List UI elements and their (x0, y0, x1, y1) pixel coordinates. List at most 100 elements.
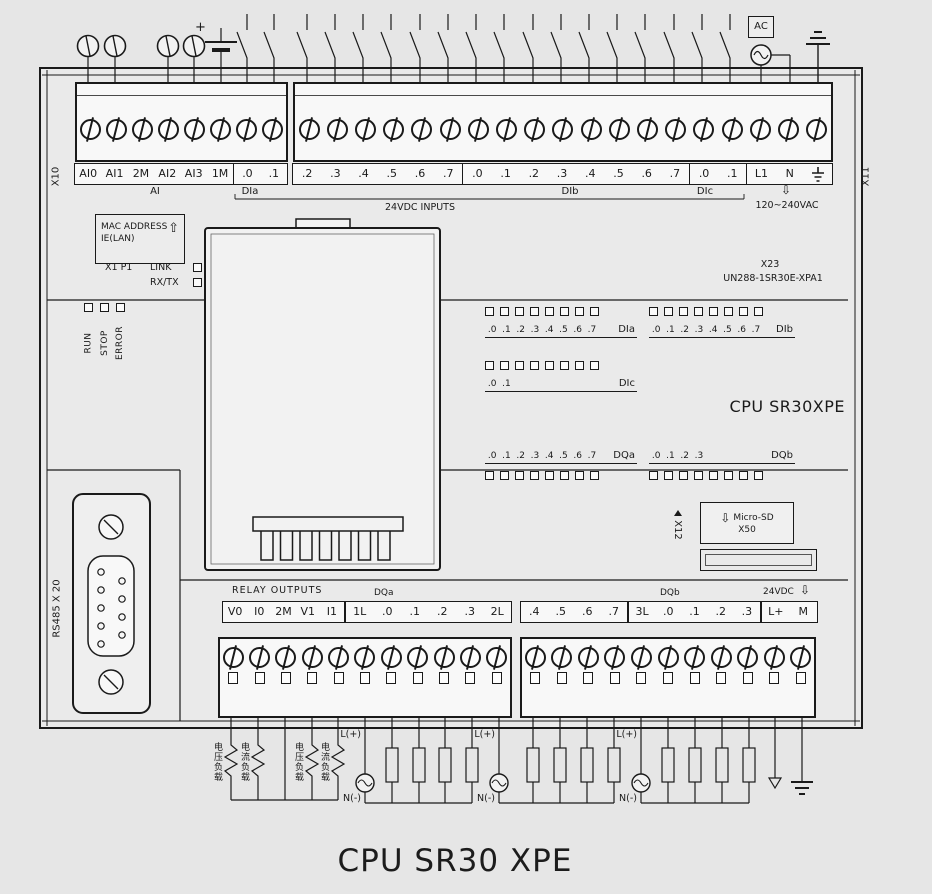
screw-head (236, 118, 258, 140)
terminal-label: N (785, 167, 794, 180)
top-field-wiring (76, 14, 830, 200)
terminal-label: AI1 (105, 167, 124, 180)
led-labels-dqa: .0.1.2.3.4.5.6.7 DQa (485, 450, 637, 464)
led-label: .6 (573, 325, 582, 335)
dic-group-caption: DIc (696, 186, 714, 197)
relay-outputs-caption: RELAY OUTPUTS (232, 585, 323, 596)
screw-head (383, 118, 405, 140)
db9-shell (87, 555, 135, 657)
led-label: .4 (544, 325, 554, 335)
terminal-label: .6 (414, 167, 426, 180)
diagram-title: CPU SR30 XPE (337, 843, 573, 879)
terminal-label: 2M (132, 167, 150, 180)
load-label: 电压负载 (212, 742, 222, 782)
bottom-labels-dqb: 3L.0.1.2.3 (628, 601, 761, 623)
terminal-label: I0 (254, 605, 265, 618)
screw-head (604, 647, 626, 668)
led-label: .2 (516, 451, 525, 461)
terminal-label: .4 (529, 605, 540, 618)
led-indicator (560, 471, 569, 480)
microsd-box: ⇩ Micro-SD X50 (700, 502, 794, 544)
wire-clamp (333, 672, 344, 684)
screw-head (763, 647, 785, 668)
led-label (735, 451, 749, 461)
model-code-label: UN288-1SR30E-XPA1 (723, 273, 823, 284)
x12-label-wrap: X12 (671, 495, 685, 551)
screw-head (496, 118, 518, 140)
led-indicator (724, 471, 733, 480)
screw-head (210, 118, 232, 140)
led-label: .0 (487, 451, 497, 461)
terminal-label: .1 (268, 167, 280, 180)
screw-terminal (464, 98, 492, 160)
led-row-dib (649, 307, 763, 316)
terminal-label: 2M (275, 605, 292, 618)
screw-terminal (734, 647, 761, 716)
terminal-label: .3 (741, 605, 753, 618)
wire-clamp (663, 672, 673, 684)
led-label: .0 (487, 325, 497, 335)
led-labels-dic: .0.1 DIc (485, 378, 637, 392)
led-indicator (679, 471, 688, 480)
screw-head (328, 647, 350, 668)
analog-load-wiring (223, 718, 346, 801)
status-led-panel: RUN STOP ERROR (82, 303, 127, 360)
screw-head (354, 647, 376, 668)
screw-head (433, 647, 455, 668)
led-indicator (739, 471, 748, 480)
screw-head (275, 647, 297, 668)
led-label: .0 (651, 451, 661, 461)
bottom-labels-vdc: L+M (761, 601, 818, 623)
screw-terminal (690, 98, 718, 160)
screw-terminal (234, 98, 260, 160)
load-label: 电压负载 (293, 742, 303, 782)
screw-terminal (484, 647, 510, 716)
led-indicator (694, 471, 703, 480)
led-labels-dqb: .0.1.2.3 DQb (649, 450, 795, 464)
screw-terminal (655, 647, 682, 716)
led-row-dia (485, 307, 599, 316)
screw-head (249, 647, 271, 668)
earth-ground-icon (804, 164, 832, 184)
status-led-label: RUN (83, 332, 94, 354)
led-label: .5 (723, 325, 732, 335)
bottom-terminal-strip-left (218, 637, 512, 718)
terminal-label: .6 (641, 167, 652, 180)
led-indicator (754, 307, 763, 316)
screw-terminal (718, 98, 746, 160)
bottom-terminal-strip-right (520, 637, 816, 718)
screw-terminal (408, 98, 436, 160)
top-terminal-strip-right (293, 82, 833, 162)
wire-clamp (689, 672, 700, 684)
screw-terminal (521, 98, 549, 160)
terminal-label: .3 (556, 167, 568, 180)
led-label: .7 (587, 325, 597, 335)
x12-pointer-icon (674, 506, 682, 517)
screw-head (630, 647, 652, 668)
wire-clamp (228, 672, 239, 684)
screw-head (806, 118, 828, 140)
rxtx-led (193, 278, 202, 287)
terminal-label: 2L (490, 605, 504, 618)
screw-terminal (457, 647, 483, 716)
earth-ground-symbol-top (806, 31, 830, 82)
wire-clamp (716, 672, 727, 684)
screw-terminal (746, 98, 774, 160)
led-indicator (515, 307, 524, 316)
mac-line1: MAC ADDRESS (101, 222, 168, 232)
screw-terminal (155, 98, 181, 160)
led-row-dic (485, 361, 599, 370)
terminal-label: .3 (330, 167, 341, 180)
screw-head (157, 118, 179, 140)
wire-clamp (254, 672, 265, 684)
led-indicator (694, 307, 703, 316)
x10-label: X10 (50, 166, 62, 187)
screw-head (657, 647, 679, 668)
led-label: .1 (502, 451, 511, 461)
led-label: .2 (680, 451, 689, 461)
screw-terminal (103, 98, 129, 160)
screw-head (459, 647, 481, 668)
led-label: .1 (666, 325, 675, 335)
terminal-label: AI0 (79, 167, 98, 180)
